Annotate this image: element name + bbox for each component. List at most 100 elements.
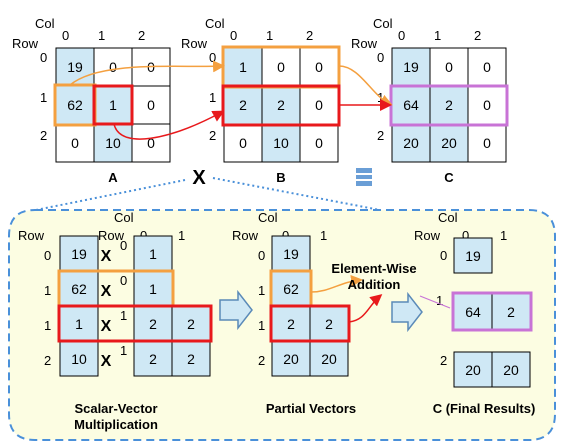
- b-cell: 10: [273, 135, 289, 151]
- row-header: Row: [18, 228, 45, 243]
- partial-cell: 20: [321, 351, 337, 367]
- row-index: 2: [377, 128, 384, 143]
- row-index: 1: [436, 293, 443, 308]
- a-cell: 62: [67, 97, 83, 113]
- a-cell: 0: [147, 135, 155, 151]
- partial-cell: 2: [287, 316, 295, 332]
- a-row-index: 1: [44, 318, 51, 333]
- c-cell: 0: [483, 97, 491, 113]
- a-cell: 0: [109, 59, 117, 75]
- times-sign: X: [101, 283, 112, 300]
- col-header: Col: [373, 16, 393, 31]
- c-cell: 19: [403, 59, 419, 75]
- row-index: 2: [440, 353, 447, 368]
- scalar-cell: 10: [71, 351, 87, 367]
- scalar-cell: 19: [71, 246, 87, 262]
- vector-cell: 1: [149, 281, 157, 297]
- arrow-a-to-b-orange: [69, 60, 225, 86]
- scalar-cell: 1: [75, 316, 83, 332]
- col-index: 2: [138, 28, 145, 43]
- col-index: 1: [500, 228, 507, 243]
- final-cell: 64: [465, 304, 481, 320]
- element-wise-label: Element-Wise: [331, 261, 416, 276]
- row-header: Row: [414, 228, 441, 243]
- b-cell: 0: [277, 59, 285, 75]
- col-index: 2: [306, 28, 313, 43]
- col-index: 1: [98, 28, 105, 43]
- partial-cell: 2: [325, 316, 333, 332]
- final-results: 19 64 2 20 20: [453, 237, 531, 388]
- row-index: 0: [258, 248, 265, 263]
- row-index: 1: [258, 283, 265, 298]
- arrow-a-to-b-red: [113, 110, 225, 140]
- partial-cell: 19: [283, 246, 299, 262]
- a-cell: 0: [71, 135, 79, 151]
- row-header: Row: [351, 36, 378, 51]
- row-index: 1: [209, 90, 216, 105]
- c-cell: 20: [441, 135, 457, 151]
- final-cell: 20: [465, 362, 481, 378]
- scalar-cell: 62: [71, 281, 87, 297]
- vector-cell: 2: [149, 351, 157, 367]
- matrix-a-label: A: [108, 170, 118, 185]
- b-row-index: 0: [120, 238, 127, 253]
- b-cell: 0: [315, 59, 323, 75]
- block-arrow-icon: [391, 291, 423, 333]
- final-cell: 20: [503, 362, 519, 378]
- block-arrow-icon: [219, 289, 253, 331]
- arrow-orange-addition: [310, 274, 363, 293]
- row-index: 2: [40, 128, 47, 143]
- col-header: Col: [114, 210, 134, 225]
- c-cell: 20: [403, 135, 419, 151]
- b-cell: 0: [315, 135, 323, 151]
- arrow-red-addition: [348, 294, 383, 323]
- row-header: Row: [98, 228, 125, 243]
- matrix-b-label: B: [276, 170, 285, 185]
- col-index: 0: [230, 28, 237, 43]
- times-sign: X: [101, 318, 112, 335]
- b-cell: 1: [239, 59, 247, 75]
- row-header: Row: [181, 36, 208, 51]
- c-cell: 0: [483, 135, 491, 151]
- row-index: 2: [209, 128, 216, 143]
- col-index: 0: [398, 28, 405, 43]
- b-cell: 0: [315, 97, 323, 113]
- matrix-c-label: C: [444, 170, 454, 185]
- final-cell: 19: [465, 248, 481, 264]
- partial-vectors: 19 62 2 2 20 20: [271, 235, 349, 377]
- col-header: Col: [438, 210, 458, 225]
- caption-partial: Partial Vectors: [266, 401, 356, 416]
- a-cell: 1: [109, 97, 117, 113]
- col-header: Col: [35, 16, 55, 31]
- matrix-c: 19 0 0 64 2 0 20 20 0 Col 0 1 2 Row 0 1 …: [351, 16, 509, 185]
- times-sign: X: [101, 353, 112, 370]
- a-cell: 0: [147, 97, 155, 113]
- vector-cell: 2: [149, 316, 157, 332]
- row-index: 0: [377, 50, 384, 65]
- partial-cell: 20: [283, 351, 299, 367]
- col-index: 2: [474, 28, 481, 43]
- col-index: 1: [320, 228, 327, 243]
- col-header: Col: [258, 210, 278, 225]
- final-cell: 2: [507, 304, 515, 320]
- vector-cell: 2: [187, 316, 195, 332]
- b-cell: 2: [277, 97, 285, 113]
- times-sign: X: [101, 248, 112, 265]
- b-row-index: 1: [120, 308, 127, 323]
- times-operator: X: [192, 167, 206, 189]
- col-index: 0: [462, 228, 469, 243]
- a-row-index: 2: [44, 353, 51, 368]
- vector-column: 1 1 2 2 2 2: [133, 235, 211, 377]
- row-index: 2: [258, 353, 265, 368]
- row-header: Row: [232, 228, 259, 243]
- col-header: Col: [205, 16, 225, 31]
- vector-cell: 2: [187, 351, 195, 367]
- row-index: 1: [258, 318, 265, 333]
- vector-cell: 1: [149, 246, 157, 262]
- a-row-index: 1: [44, 283, 51, 298]
- a-row-index: 0: [44, 248, 51, 263]
- b-cell: 0: [239, 135, 247, 151]
- matrix-a: 19 0 0 62 1 0 0 10 0 Col 0 1 2 Row 0 1 2…: [12, 16, 171, 185]
- a-cell: 10: [105, 135, 121, 151]
